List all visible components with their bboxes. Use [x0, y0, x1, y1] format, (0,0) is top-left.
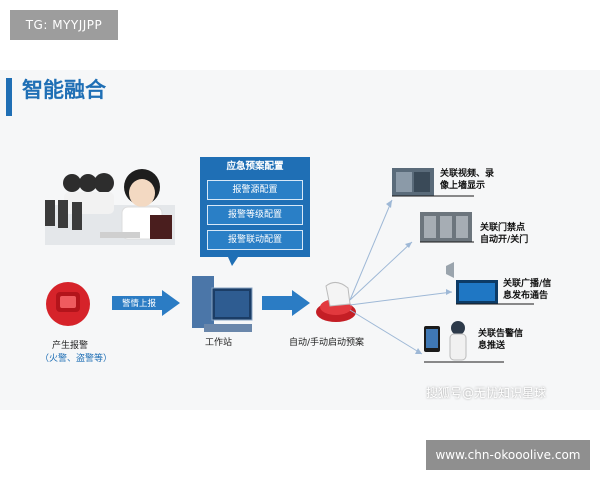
site-tag: www.chn-okooolive.com — [426, 440, 590, 470]
trigger-button-icon — [316, 282, 356, 322]
config-item-alarm-source[interactable]: 报警源配置 — [207, 180, 303, 200]
output-broadcast-text-2: 息发布通告 — [503, 291, 549, 301]
workstation-icon — [192, 276, 253, 332]
config-item-alarm-linkage[interactable]: 报警联动配置 — [207, 230, 303, 250]
fanout-lines — [349, 199, 453, 355]
arrow-report-label: 警情上报 — [122, 299, 157, 309]
fanout-arrowheads — [386, 200, 452, 354]
output-video-text-1: 关联视频、录 — [440, 169, 495, 179]
flow-arrows — [112, 290, 310, 316]
source-watermark: 搜狐号@无忧知识星球 — [426, 386, 547, 400]
output-alert-text-2: 息推送 — [478, 341, 506, 351]
phone-alert-icon — [424, 321, 504, 363]
output-alert-text-1: 关联告警信 — [478, 329, 524, 339]
video-wall-icon — [392, 168, 474, 197]
page-title: 智能融合 — [22, 78, 106, 102]
operators-illustration — [45, 169, 175, 245]
config-item-alarm-level[interactable]: 报警等级配置 — [207, 205, 303, 225]
output-video-text-2: 像上墙显示 — [440, 181, 486, 191]
broadcast-icon — [446, 262, 534, 305]
output-door-text-2: 自动开/关门 — [480, 235, 529, 245]
top-tag: TG: MYYJJPP — [10, 10, 118, 40]
output-door-text-1: 关联门禁点 — [480, 223, 526, 233]
alarm-sub-label: （火警、盗警等） — [40, 354, 113, 364]
start-plan-label: 自动/手动启动预案 — [289, 338, 365, 348]
config-panel-title: 应急预案配置 — [226, 161, 284, 172]
alarm-light-icon — [46, 282, 90, 326]
title-accent-bar — [6, 78, 12, 116]
workstation-label: 工作站 — [205, 338, 233, 348]
output-broadcast-text-1: 关联广播/信 — [503, 279, 552, 289]
door-access-icon — [420, 212, 474, 243]
alarm-label: 产生报警 — [51, 341, 88, 351]
